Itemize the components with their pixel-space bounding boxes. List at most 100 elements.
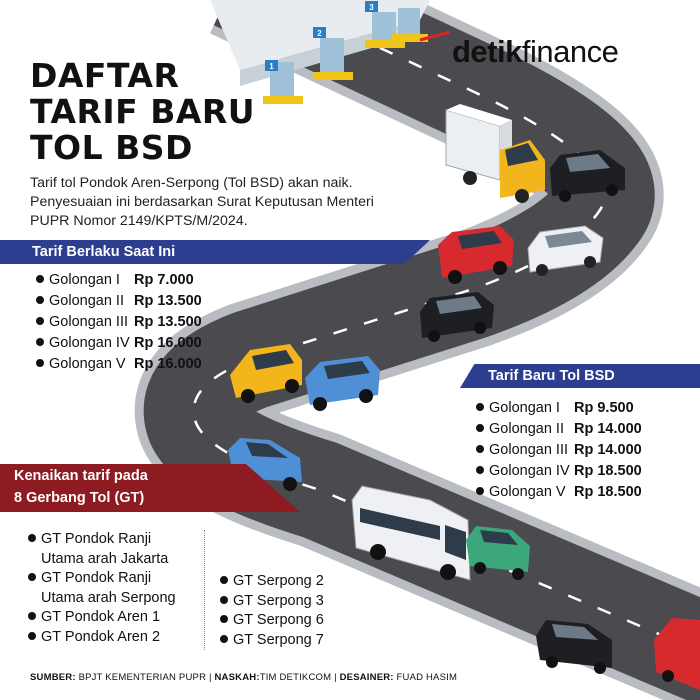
brand-logo: detikfinance	[452, 34, 619, 70]
gate-name: GT Pondok Aren 1	[41, 609, 161, 625]
car-red	[438, 226, 514, 284]
bullet-dot	[36, 317, 44, 325]
current-rate-row: Golongan III Rp 13.500	[36, 312, 236, 333]
rate-price: Rp 14.000	[574, 442, 642, 458]
gate-name: GT Serpong 7	[233, 631, 324, 648]
booth-number-3: 3	[369, 3, 374, 12]
gate-item: GT Serpong 7	[220, 631, 360, 651]
title-line-3: TOL BSD	[30, 128, 193, 167]
car-black-2	[420, 292, 494, 342]
toll-plaza: 1 2 3	[210, 0, 451, 104]
bullet-dot	[476, 403, 484, 411]
rate-name: Golongan IV	[489, 463, 570, 479]
gates-list-left: GT Pondok Ranji Utama arah Jakarta GT Po…	[28, 530, 208, 647]
toll-barrier	[419, 30, 451, 42]
bullet-dot	[28, 534, 36, 542]
intro-text: Tarif tol Pondok Aren-Serpong (Tol BSD) …	[30, 175, 374, 229]
rate-name: Golongan II	[49, 293, 124, 309]
gate-name: GT Pondok Ranji	[41, 531, 152, 547]
gates-divider	[204, 530, 205, 650]
rate-price: Rp 16.000	[134, 356, 202, 372]
bullet-dot	[220, 595, 228, 604]
gate-item-continued: Utama arah Jakarta	[41, 550, 169, 567]
rate-price: Rp 14.000	[574, 421, 642, 437]
bullet-dot	[476, 445, 484, 453]
brand-logo-regular: finance	[521, 34, 619, 69]
new-rates-heading: Tarif Baru Tol BSD	[460, 364, 700, 388]
footer-writer-value: TIM DETIKCOM	[259, 672, 332, 683]
rate-name: Golongan V	[49, 356, 126, 372]
rate-price: Rp 16.000	[134, 335, 202, 351]
title-line-2: TARIF BARU	[30, 92, 256, 131]
footer-source-value: BPJT KEMENTERIAN PUPR	[78, 672, 207, 683]
booth-number-1: 1	[269, 62, 274, 71]
rate-price: Rp 9.500	[574, 400, 634, 416]
gate-item: GT Pondok Aren 1	[28, 608, 208, 628]
gates-heading: Kenaikan tarif pada 8 Gerbang Tol (GT)	[0, 464, 300, 512]
car-black-3	[536, 620, 612, 674]
bullet-dot	[476, 487, 484, 495]
new-rate-row: Golongan V Rp 18.500	[476, 482, 686, 503]
footer-designer-key: DESAINER:	[339, 672, 394, 683]
bullet-dot	[36, 338, 44, 346]
bullet-dot	[220, 615, 228, 623]
footer-source-key: SUMBER:	[30, 672, 76, 683]
gate-item: GT Serpong 3	[220, 592, 360, 612]
gate-item: GT Pondok Ranji	[28, 569, 208, 589]
rate-name: Golongan V	[489, 484, 566, 500]
bullet-dot	[36, 275, 44, 283]
toll-booth-2: 2	[313, 27, 353, 80]
rate-price: Rp 18.500	[574, 484, 642, 500]
current-rate-row: Golongan V Rp 16.000	[36, 354, 236, 375]
rate-price: Rp 13.500	[134, 314, 202, 330]
gates-heading-line-2: 8 Gerbang Tol (GT)	[14, 490, 145, 506]
bullet-dot	[476, 466, 484, 474]
bullet-dot	[220, 634, 228, 643]
truck	[445, 104, 545, 203]
rate-name: Golongan IV	[49, 335, 130, 351]
brand-logo-bold: detik	[452, 34, 522, 69]
car-blue-1	[305, 356, 380, 411]
gate-item: GT Serpong 6	[220, 611, 360, 631]
lane-markings	[192, 0, 700, 653]
rate-name: Golongan II	[489, 421, 564, 437]
bullet-dot	[28, 612, 36, 620]
car-white	[527, 225, 604, 276]
gate-item: GT Serpong 2	[220, 572, 360, 592]
bullet-dot	[28, 573, 36, 581]
gate-name: GT Pondok Aren 2	[41, 628, 161, 645]
toll-booth-1: 1	[263, 60, 303, 104]
car-red-2	[654, 618, 700, 690]
rate-price: Rp 18.500	[574, 463, 642, 479]
car-green	[466, 526, 530, 580]
booth-number-2: 2	[317, 29, 322, 38]
new-rate-row: Golongan I Rp 9.500	[476, 398, 686, 419]
gate-name: GT Pondok Ranji	[41, 570, 152, 586]
toll-booth-4	[392, 8, 428, 42]
bullet-dot	[28, 631, 36, 640]
page-title: DAFTAR TARIF BARU TOL BSD	[30, 58, 255, 166]
rate-name: Golongan I	[489, 400, 560, 416]
rate-name: Golongan III	[49, 314, 128, 330]
title-line-1: DAFTAR	[30, 56, 180, 95]
bullet-dot	[36, 296, 44, 304]
footer-writer-key: NASKAH:	[214, 672, 260, 683]
car-yellow	[230, 344, 302, 403]
car-black-1	[550, 150, 625, 202]
credits-footer: SUMBER: BPJT KEMENTERIAN PUPR | NASKAH:T…	[30, 672, 458, 683]
bullet-dot	[476, 424, 484, 432]
gates-heading-line-1: Kenaikan tarif pada	[14, 468, 148, 484]
gates-list-right: GT Serpong 2 GT Serpong 3 GT Serpong 6 G…	[220, 572, 360, 650]
bullet-dot	[220, 576, 228, 584]
new-rate-row: Golongan II Rp 14.000	[476, 419, 686, 440]
gate-item: GT Pondok Ranji	[28, 530, 208, 550]
